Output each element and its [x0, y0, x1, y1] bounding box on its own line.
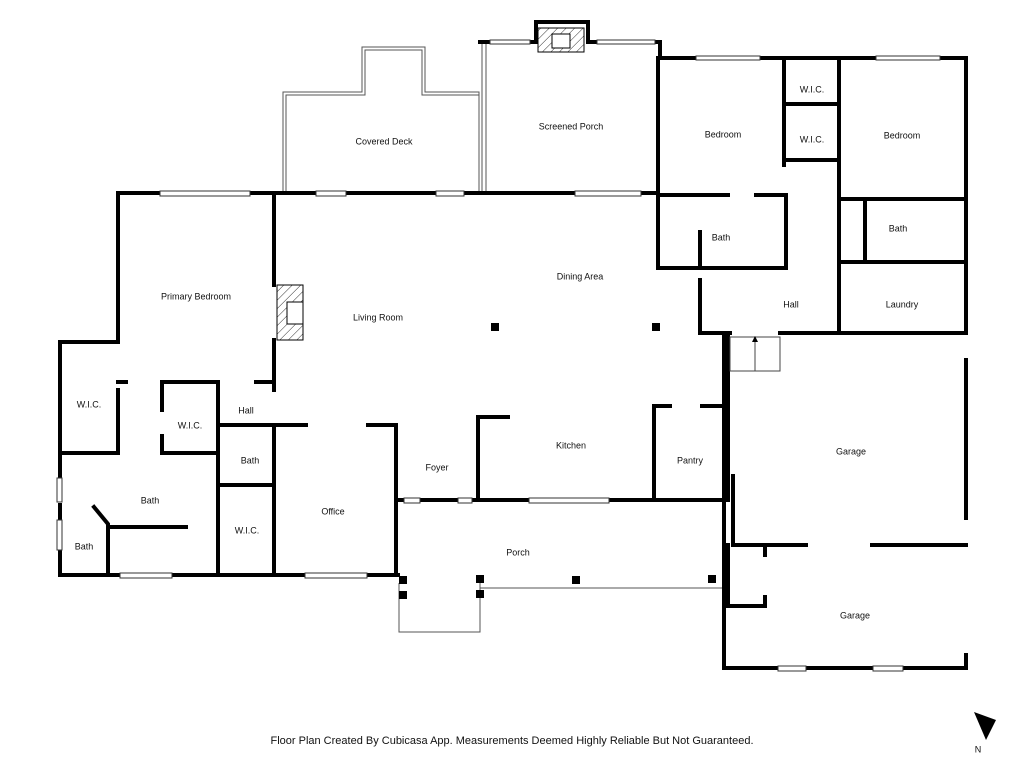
room-label-bedroom: Bedroom — [705, 129, 742, 139]
room-label-dining-area: Dining Area — [557, 271, 604, 281]
thin-outlines — [282, 40, 724, 633]
room-labels: Covered Deck Screened Porch Bedroom Bedr… — [75, 84, 921, 620]
chimney — [537, 27, 585, 53]
room-label-wic: W.I.C. — [800, 134, 825, 144]
columns — [399, 323, 716, 599]
room-label-porch: Porch — [506, 547, 530, 557]
room-label-living-room: Living Room — [353, 312, 403, 322]
room-label-laundry: Laundry — [886, 299, 919, 309]
room-label-bath: Bath — [141, 495, 160, 505]
footer-disclaimer: Floor Plan Created By Cubicasa App. Meas… — [270, 735, 754, 747]
room-label-kitchen: Kitchen — [556, 440, 586, 450]
room-label-bath: Bath — [241, 455, 260, 465]
room-label-hall: Hall — [783, 299, 799, 309]
room-label-bath: Bath — [712, 232, 731, 242]
room-label-screened-porch: Screened Porch — [539, 121, 604, 131]
room-label-bath: Bath — [75, 541, 94, 551]
room-label-bedroom: Bedroom — [884, 130, 921, 140]
room-label-garage: Garage — [840, 610, 870, 620]
room-label-primary-bedroom: Primary Bedroom — [161, 291, 231, 301]
room-label-bath: Bath — [889, 223, 908, 233]
room-label-wic: W.I.C. — [77, 399, 102, 409]
room-label-foyer: Foyer — [425, 462, 448, 472]
windows — [56, 39, 941, 672]
room-label-garage: Garage — [836, 446, 866, 456]
room-label-wic: W.I.C. — [178, 420, 203, 430]
fireplace — [276, 284, 304, 341]
compass-arrow-icon: N — [974, 712, 996, 754]
room-label-wic: W.I.C. — [235, 525, 260, 535]
room-label-pantry: Pantry — [677, 455, 704, 465]
room-label-hall: Hall — [238, 405, 254, 415]
walls — [58, 20, 968, 670]
room-label-wic: W.I.C. — [800, 84, 825, 94]
garage-steps — [729, 336, 781, 372]
compass-north-label: N — [975, 744, 982, 754]
room-label-office: Office — [321, 506, 344, 516]
room-label-covered-deck: Covered Deck — [355, 136, 413, 146]
